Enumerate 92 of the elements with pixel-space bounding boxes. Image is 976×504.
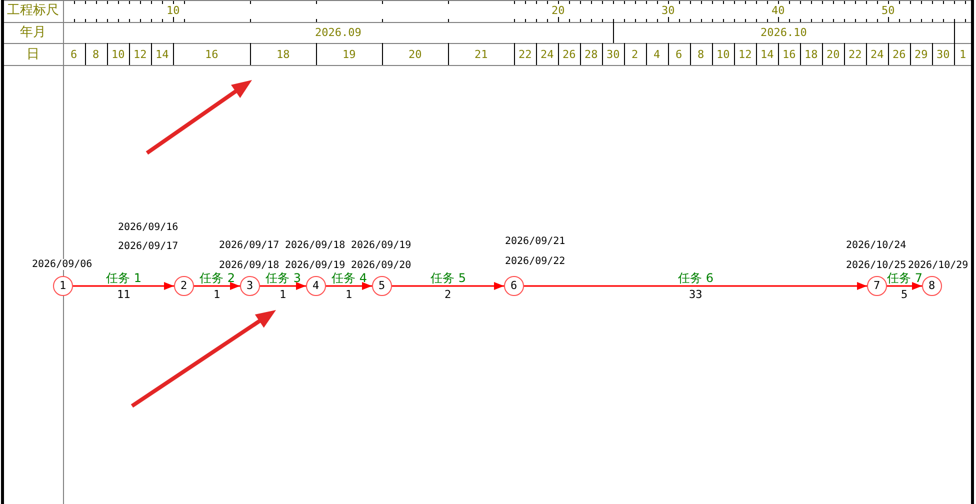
event-number: 2 bbox=[180, 280, 188, 292]
day-label: 14 bbox=[156, 48, 169, 60]
scale-number: 20 bbox=[552, 4, 565, 16]
arrow bbox=[326, 282, 372, 290]
arrow bbox=[392, 282, 504, 290]
day-label: 10 bbox=[112, 48, 125, 60]
scale-number: 30 bbox=[662, 4, 675, 16]
day-label: 21 bbox=[474, 48, 488, 60]
event-circle bbox=[504, 276, 524, 296]
day-label: 20 bbox=[826, 48, 840, 60]
arrow bbox=[524, 282, 867, 290]
row-header: 工程标尺 bbox=[7, 4, 59, 18]
event-number: 3 bbox=[246, 280, 254, 292]
duration-label: 5 bbox=[901, 289, 908, 301]
day-label: 19 bbox=[342, 48, 356, 60]
event-number: 1 bbox=[60, 280, 66, 292]
edge-label: 任务 6 bbox=[678, 272, 714, 284]
edge-label: 任务 7 bbox=[887, 272, 922, 284]
day-label: 24 bbox=[870, 48, 884, 60]
duration-label: 2 bbox=[444, 289, 452, 301]
month-label: 2026.09 bbox=[315, 26, 362, 38]
row-header: 年月 bbox=[20, 26, 46, 40]
edge-label: 任务 2 bbox=[200, 272, 235, 284]
event-number: 5 bbox=[378, 280, 386, 292]
arrow bbox=[260, 282, 306, 290]
event-circle bbox=[372, 276, 392, 296]
edge-label: 任务 3 bbox=[266, 272, 301, 284]
date-label: 2026/09/17 bbox=[118, 240, 178, 252]
date-label: 2026/09/18 bbox=[219, 260, 280, 270]
event-circle bbox=[306, 276, 326, 296]
date-label: 2026/10/25 bbox=[846, 260, 906, 270]
row-header: 日 bbox=[26, 48, 40, 62]
edge-label: 任务 1 bbox=[106, 272, 142, 284]
scale-number: 40 bbox=[772, 4, 785, 16]
duration-label: 1 bbox=[214, 289, 220, 301]
day-label: 18 bbox=[276, 48, 290, 60]
event-number: 4 bbox=[312, 280, 320, 292]
day-label: 26 bbox=[892, 48, 906, 60]
duration-label: 11 bbox=[117, 289, 130, 301]
duration-label: 1 bbox=[280, 289, 286, 301]
event-circle bbox=[867, 276, 887, 296]
event-number: 7 bbox=[874, 280, 880, 292]
month-label: 2026.10 bbox=[760, 26, 807, 38]
duration-label: 1 bbox=[346, 289, 352, 301]
date-label: 2026/10/24 bbox=[846, 240, 906, 250]
event-circle bbox=[922, 276, 942, 296]
day-label: 6 bbox=[70, 48, 78, 60]
date-label: 2026/09/19 bbox=[351, 240, 412, 250]
day-label: 16 bbox=[782, 48, 796, 60]
day-label: 22 bbox=[848, 48, 862, 60]
date-label: 2026/09/20 bbox=[351, 260, 412, 270]
day-label: 14 bbox=[760, 48, 774, 60]
day-label: 10 bbox=[716, 48, 730, 60]
date-label: 2026/09/17 bbox=[219, 240, 280, 250]
date-label: 2026/09/16 bbox=[118, 222, 178, 232]
duration-label: 33 bbox=[689, 289, 702, 301]
day-label: 29 bbox=[914, 48, 928, 60]
scale-number: 10 bbox=[166, 4, 180, 16]
event-number: 8 bbox=[928, 280, 936, 292]
day-label: 8 bbox=[92, 48, 100, 60]
day-label: 8 bbox=[698, 48, 704, 60]
day-label: 6 bbox=[676, 48, 682, 60]
date-label: 2026/09/18 bbox=[285, 240, 346, 250]
day-label: 12 bbox=[738, 48, 752, 60]
arrow bbox=[887, 282, 922, 290]
day-label: 1 bbox=[960, 48, 966, 60]
date-label: 2026/09/21 bbox=[505, 236, 566, 246]
day-label: 16 bbox=[205, 48, 218, 60]
scale-number: 50 bbox=[882, 4, 895, 16]
edge-label: 任务 4 bbox=[332, 272, 367, 284]
event-number: 6 bbox=[510, 280, 518, 292]
day-label: 2 bbox=[632, 48, 638, 60]
edge-label: 任务 5 bbox=[430, 272, 466, 284]
day-label: 22 bbox=[518, 48, 532, 60]
date-label: 2026/09/06 bbox=[32, 258, 92, 270]
event-circle bbox=[53, 276, 73, 296]
day-label: 24 bbox=[540, 48, 554, 60]
day-label: 28 bbox=[584, 48, 598, 60]
event-circle bbox=[174, 276, 194, 296]
date-label: 2026/09/22 bbox=[505, 256, 566, 266]
day-label: 26 bbox=[562, 48, 576, 60]
day-label: 30 bbox=[606, 48, 620, 60]
arrow bbox=[73, 282, 174, 290]
date-label: 2026/09/19 bbox=[285, 260, 346, 270]
day-label: 4 bbox=[654, 48, 660, 60]
day-label: 20 bbox=[408, 48, 422, 60]
day-label: 12 bbox=[134, 48, 147, 60]
date-label: 2026/10/29 bbox=[908, 260, 968, 270]
event-circle bbox=[240, 276, 260, 296]
day-label: 18 bbox=[804, 48, 818, 60]
day-label: 30 bbox=[936, 48, 950, 60]
arrow bbox=[194, 282, 240, 290]
